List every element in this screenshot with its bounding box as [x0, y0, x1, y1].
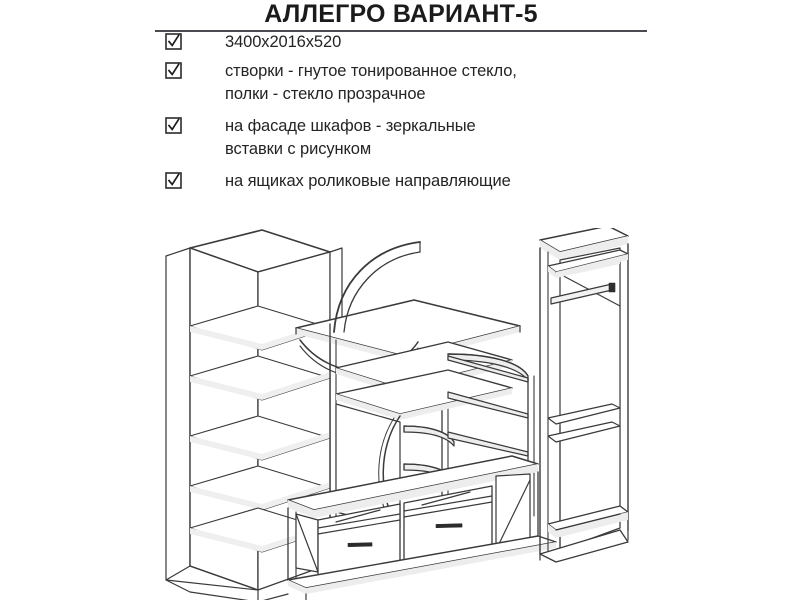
center-arch-panel	[333, 241, 421, 333]
feature-text: на фасаде шкафов - зеркальные вставки с …	[225, 115, 665, 161]
left-open-shelving	[189, 305, 331, 553]
feature-text: на ящиках роликовые направляющие	[225, 170, 665, 193]
title-block: АЛЛЕГРО ВАРИАНТ-5	[155, 0, 647, 32]
feature-text: 3400x2016x520	[225, 31, 665, 54]
furniture-wall-unit-isometric-drawing	[165, 228, 629, 600]
furniture-drawing	[0, 228, 800, 600]
checkbox-cell	[165, 170, 225, 189]
feature-list: 3400x2016x520 створки - гнутое тонирован…	[165, 31, 665, 197]
drawer-right[interactable]	[403, 485, 493, 566]
feature-line: на ящиках роликовые направляющие	[225, 172, 511, 190]
list-item: створки - гнутое тонированное стекло, по…	[165, 60, 665, 106]
checked-checkbox-icon	[165, 117, 182, 134]
list-item: на фасаде шкафов - зеркальные вставки с …	[165, 115, 665, 161]
checkbox-cell	[165, 60, 225, 79]
feature-text: створки - гнутое тонированное стекло, по…	[225, 60, 665, 106]
checked-checkbox-icon	[165, 33, 182, 50]
drawer-handle-icon	[347, 542, 373, 548]
checkbox-cell	[165, 115, 225, 134]
feature-line: полки - стекло прозрачное	[225, 85, 426, 103]
base-trim	[165, 579, 307, 600]
drawer-handle-icon	[435, 523, 463, 529]
list-item: 3400x2016x520	[165, 31, 665, 54]
page-title: АЛЛЕГРО ВАРИАНТ-5	[264, 0, 538, 28]
list-item: на ящиках роликовые направляющие	[165, 170, 665, 193]
feature-line: створки - гнутое тонированное стекло,	[225, 62, 517, 80]
drawer-left[interactable]	[317, 503, 401, 577]
feature-line: 3400x2016x520	[225, 33, 342, 51]
feature-line: вставки с рисунком	[225, 140, 372, 158]
right-wardrobe	[539, 228, 629, 563]
title-divider	[155, 30, 647, 32]
checked-checkbox-icon	[165, 172, 182, 189]
hanging-rail	[550, 282, 616, 305]
bottom-drawers	[287, 455, 557, 594]
checked-checkbox-icon	[165, 62, 182, 79]
left-tall-cabinet	[165, 229, 331, 591]
checkbox-cell	[165, 31, 225, 50]
feature-line: на фасаде шкафов - зеркальные	[225, 117, 476, 135]
